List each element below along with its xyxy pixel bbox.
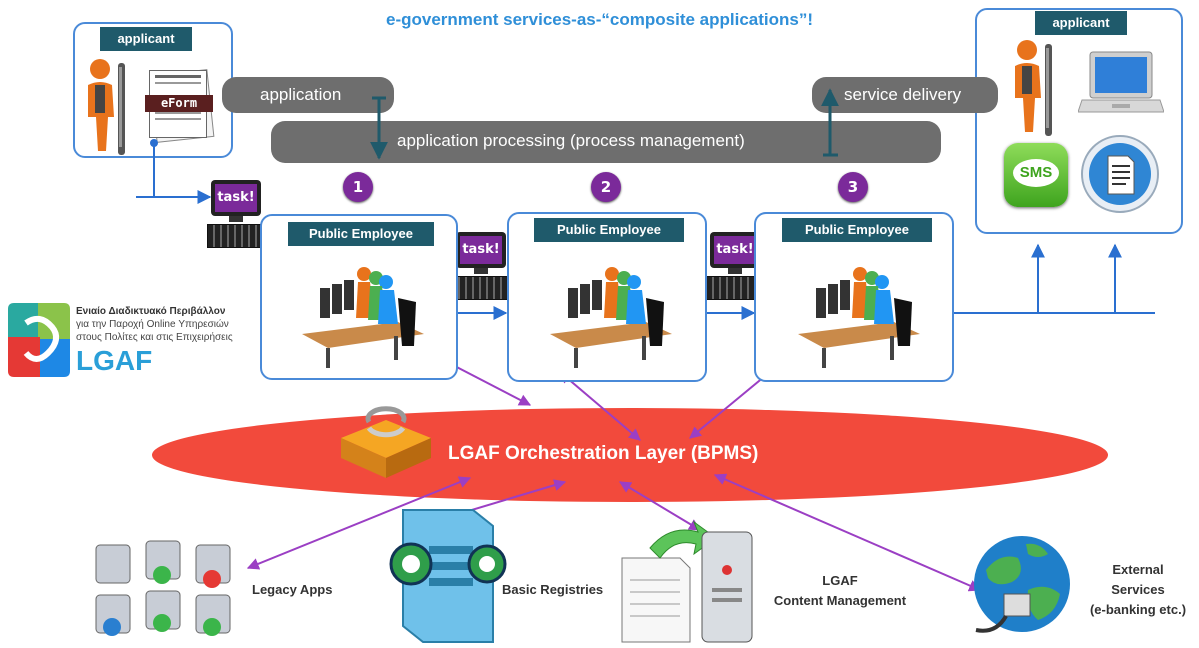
external-services-globe-icon xyxy=(974,536,1070,633)
orchestration-label: LGAF Orchestration Layer (BPMS) xyxy=(448,443,759,464)
application-pill: application xyxy=(222,77,394,113)
step-badge-3: 3 xyxy=(838,172,868,202)
laptop-icon xyxy=(1078,51,1164,113)
logo-line-1: Ενιαίο Διαδικτυακό Περιβάλλον xyxy=(76,306,226,317)
sms-label: SMS xyxy=(1019,164,1053,181)
legacy-apps-label: Legacy Apps xyxy=(252,582,333,597)
workstation-icon-3 xyxy=(798,267,920,368)
task-label-2: task! xyxy=(462,242,500,257)
task-label-1: task! xyxy=(217,190,255,205)
logo-line-3: στους Πολίτες και στις Επιχειρήσεις xyxy=(76,332,233,343)
employee-tag-3: Public Employee xyxy=(782,218,932,242)
sms-icon: SMS xyxy=(1004,143,1068,207)
task-terminal-2: task! xyxy=(452,232,518,304)
task-label-3: task! xyxy=(716,242,754,257)
basic-registries-icon xyxy=(389,509,507,643)
lgaf-logo-mark xyxy=(8,303,70,377)
content-management-label-2: Content Management xyxy=(773,593,907,608)
employee-tag-1: Public Employee xyxy=(288,222,434,246)
content-management-label-1: LGAF xyxy=(822,573,858,588)
applicant-tag-right: applicant xyxy=(1035,11,1127,35)
applicant-figure-icon xyxy=(88,59,125,155)
step-badge-1: 1 xyxy=(343,172,373,202)
document-globe-icon xyxy=(1081,135,1159,213)
applicant-figure-icon-right xyxy=(1015,40,1052,136)
step-badge-2: 2 xyxy=(591,172,621,202)
service-delivery-pill: service delivery xyxy=(812,77,998,113)
legacy-apps-icon xyxy=(95,540,231,636)
eform-document-icon: eForm xyxy=(145,68,217,143)
applicant-tag-left: applicant xyxy=(100,27,192,51)
employee-tag-2: Public Employee xyxy=(534,218,684,242)
external-services-label-2: Services xyxy=(1111,582,1165,597)
workstation-icon-1 xyxy=(302,267,424,368)
lgaf-wordmark: LGAF xyxy=(76,345,153,376)
diagram-title: e-government services-as-“composite appl… xyxy=(385,10,814,29)
content-management-icon xyxy=(621,520,753,643)
processing-label: application processing (process manageme… xyxy=(397,131,745,150)
orchestration-cube-icon xyxy=(341,406,431,478)
basic-registries-label: Basic Registries xyxy=(502,582,604,597)
service-delivery-label: service delivery xyxy=(844,85,962,104)
external-services-label-1: External xyxy=(1112,562,1164,577)
eform-label: eForm xyxy=(145,95,213,112)
logo-line-2: για την Παροχή Online Υπηρεσιών xyxy=(76,319,229,330)
application-label: application xyxy=(260,85,342,104)
external-services-label-3: (e-banking etc.) xyxy=(1089,602,1187,617)
workstation-icon-2 xyxy=(550,267,672,368)
